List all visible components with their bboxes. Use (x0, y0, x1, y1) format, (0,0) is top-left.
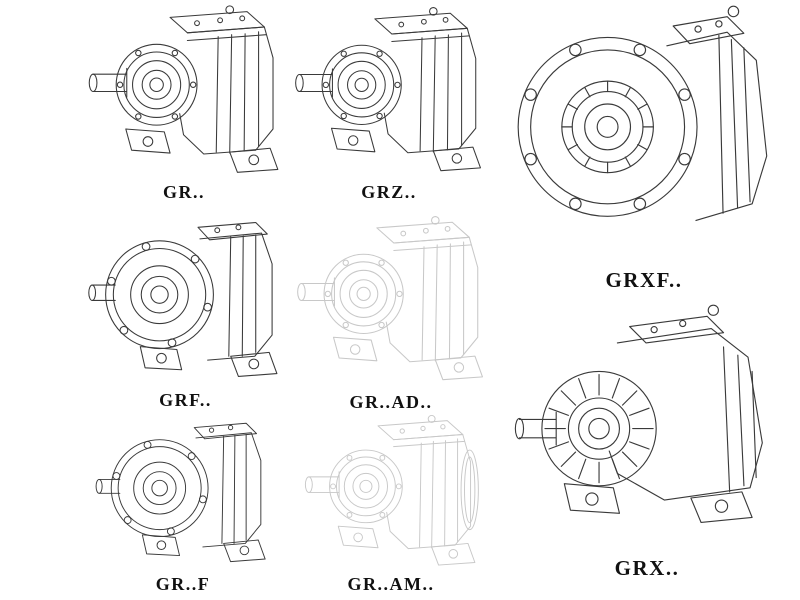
model-label-gr: GR.. (163, 182, 205, 202)
gearbox-figure-grf2: GR..F (78, 412, 288, 595)
gearbox-drawing-grz (290, 2, 488, 180)
gearbox-figure-grad: GR..AD.. (288, 210, 494, 413)
model-label-grx: GRX.. (614, 556, 680, 580)
model-label-grz: GRZ.. (361, 182, 417, 202)
gearbox-figure-grf: GRF.. (78, 210, 293, 411)
gearbox-drawing-grx (506, 298, 788, 548)
gearbox-figure-grz: GRZ.. (288, 2, 490, 203)
model-label-grxf: GRXF.. (605, 268, 683, 292)
gearbox-figure-grxf: GRXF.. (498, 0, 790, 293)
model-label-grf: GRF.. (159, 390, 212, 410)
gearbox-drawing-gram (292, 412, 490, 572)
gearbox-drawing-grf (83, 210, 288, 388)
gearbox-drawing-gr (82, 2, 287, 180)
model-label-grad: GR..AD.. (349, 392, 433, 412)
gearbox-figure-gr: GR.. (78, 2, 290, 203)
gearbox-figure-gram: GR..AM.. (288, 412, 494, 595)
model-label-gram: GR..AM.. (347, 574, 435, 594)
gearbox-drawing-grf2 (83, 412, 283, 572)
gearbox-figure-grx: GRX.. (498, 298, 796, 581)
model-label-grf2: GR..F (155, 574, 211, 594)
gearbox-drawing-grxf (505, 0, 783, 260)
gearbox-drawing-grad (292, 210, 490, 390)
